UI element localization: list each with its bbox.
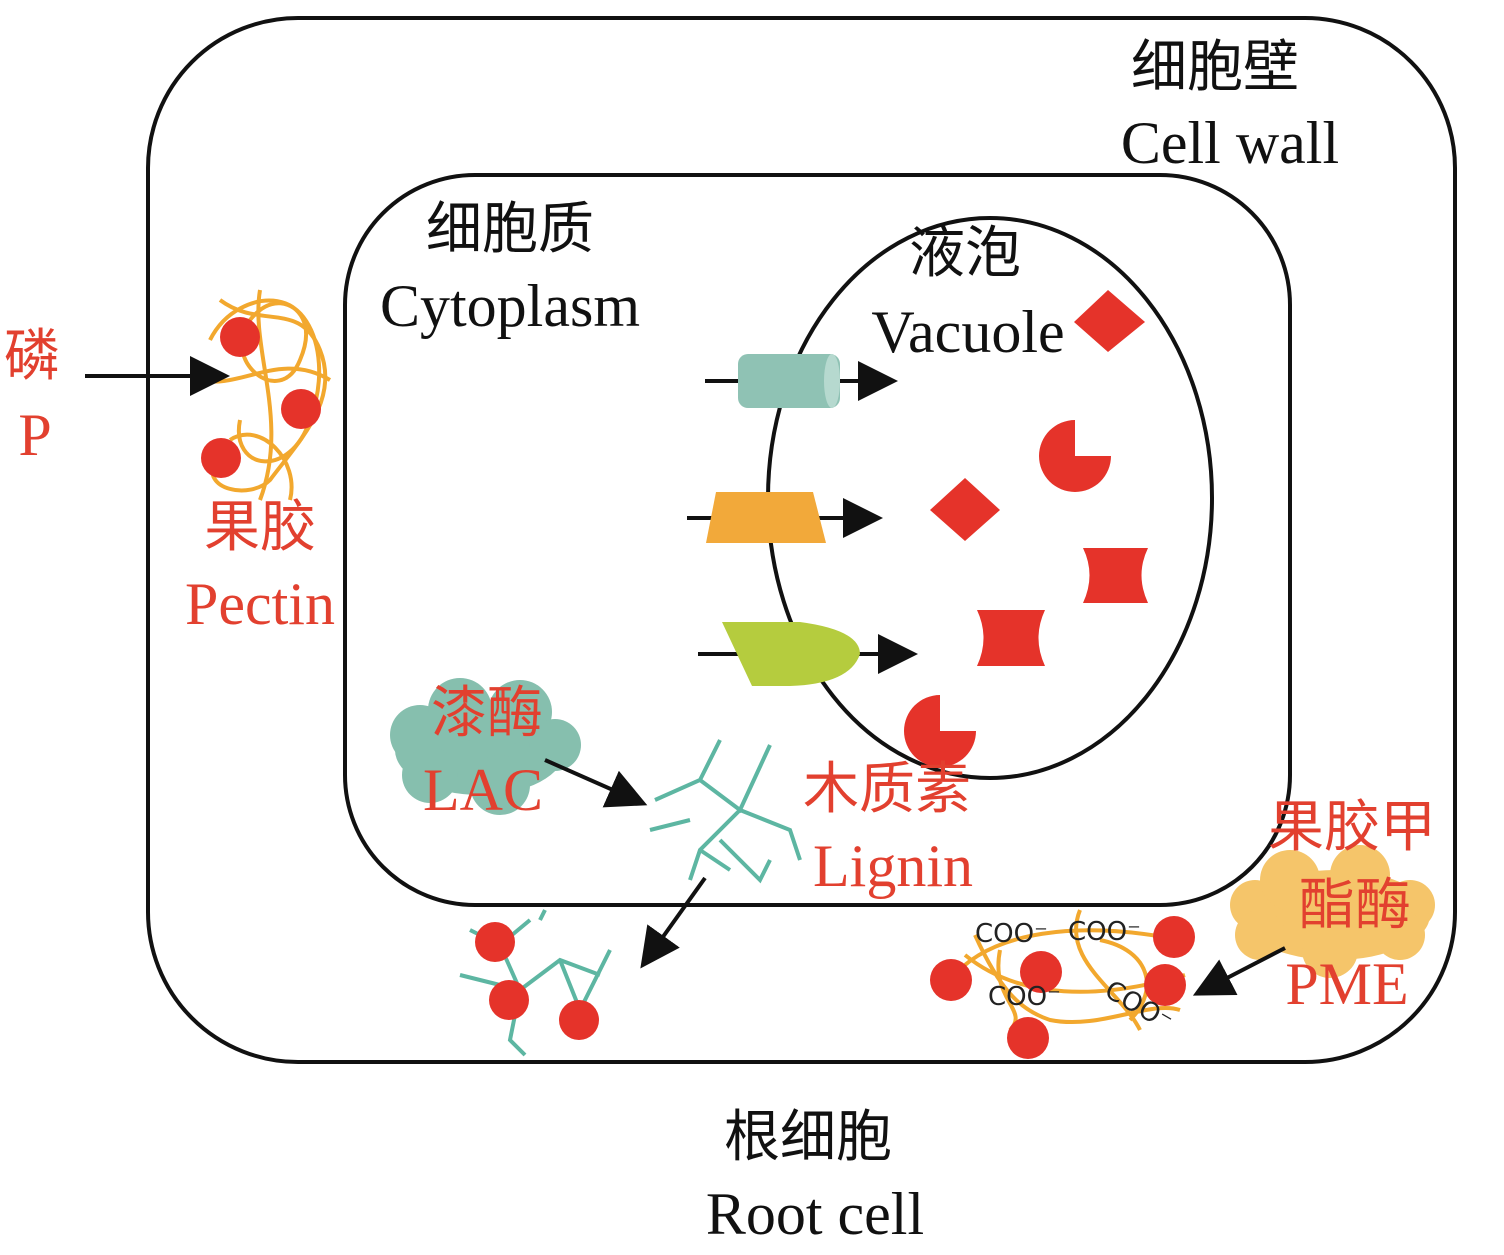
lac-arrow	[544, 758, 648, 808]
pectin-label-en: Pectin	[185, 571, 335, 637]
lignin-network	[649, 739, 802, 884]
lignin-arrow	[640, 876, 707, 969]
cell-wall-label-zh: 细胞壁	[1131, 35, 1299, 100]
vacuole-phosphate-shapes	[904, 290, 1148, 767]
vacuole-label-zh: 液泡	[909, 221, 1021, 286]
demethylated-pectin-complex: COO⁻ COO⁻ COO⁻ COO⁻	[930, 909, 1195, 1059]
wall-lignin-complex	[459, 909, 612, 1057]
pme-label-zh-line2: 酯酶	[1299, 873, 1411, 938]
transporter-shield	[698, 622, 918, 686]
lac-label-en: LAC	[423, 757, 543, 823]
lignin-label-zh: 木质素	[803, 757, 971, 822]
phosphorus-label-zh: 磷	[4, 324, 60, 389]
pectin-phosphate-complex	[199, 289, 332, 501]
transporter-trapezoid	[687, 492, 883, 543]
phosphorus-label-en: P	[18, 402, 51, 468]
cell-wall-label-en: Cell wall	[1121, 110, 1339, 176]
pme-label-zh-line1: 果胶甲	[1268, 795, 1436, 860]
coo-label: COO⁻	[988, 982, 1061, 1012]
pectin-label-zh: 果胶	[204, 495, 316, 560]
cytoplasm-label-zh: 细胞质	[426, 197, 594, 262]
lignin-label-en: Lignin	[813, 833, 973, 899]
transporter-cylinder	[705, 354, 898, 408]
coo-label: COO⁻	[975, 919, 1048, 949]
lac-cloud	[390, 678, 581, 815]
vacuole-label-en: Vacuole	[871, 299, 1064, 365]
pme-label-en: PME	[1285, 951, 1408, 1017]
pme-cloud	[1230, 845, 1435, 978]
pme-arrow	[1192, 946, 1286, 996]
cytoplasm-label-en: Cytoplasm	[380, 273, 640, 339]
cell-wall-outline	[146, 16, 1457, 1064]
root-cell-label-en: Root cell	[706, 1181, 924, 1247]
cytoplasm-outline	[343, 173, 1292, 907]
lac-label-zh: 漆酶	[431, 681, 543, 746]
root-cell-label-zh: 根细胞	[724, 1105, 892, 1170]
coo-label: COO⁻	[1068, 917, 1141, 947]
